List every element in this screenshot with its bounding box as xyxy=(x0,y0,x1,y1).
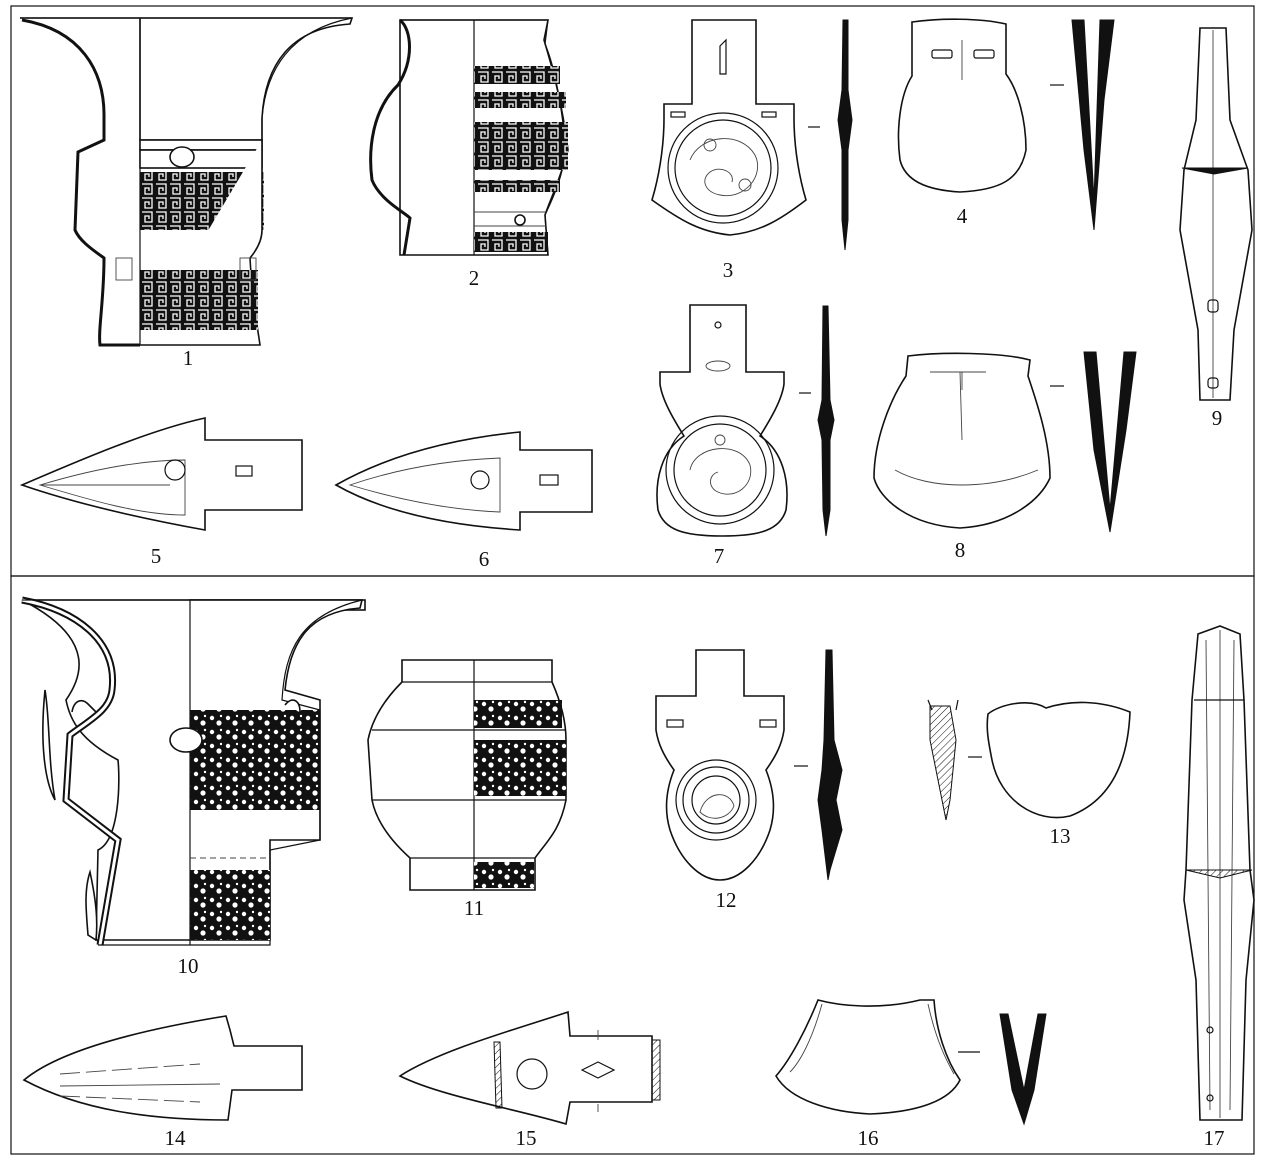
figure-label-2: 2 xyxy=(468,266,480,290)
figure-11-jar xyxy=(367,659,567,891)
figure-17-long-blade xyxy=(1183,625,1255,1121)
figure-label-12: 12 xyxy=(715,888,737,912)
figure-16-axe-fragment xyxy=(775,999,1047,1126)
figure-label-10: 10 xyxy=(177,954,199,978)
figure-label-3: 3 xyxy=(722,258,734,282)
figure-8-axe xyxy=(873,351,1137,533)
figure-label-17: 17 xyxy=(1203,1126,1225,1150)
figure-3-axe xyxy=(651,19,853,251)
figure-label-9: 9 xyxy=(1211,406,1223,430)
figure-14-spearhead xyxy=(22,1015,303,1121)
figure-label-7: 7 xyxy=(713,544,725,568)
figure-15-spearhead xyxy=(398,1010,661,1126)
lower-panel-frame xyxy=(10,575,1255,1155)
figure-label-15: 15 xyxy=(515,1126,537,1150)
figure-7-axe xyxy=(656,304,835,537)
figure-label-4: 4 xyxy=(956,204,968,228)
figure-label-8: 8 xyxy=(954,538,966,562)
figure-5-spearhead xyxy=(19,417,303,531)
figure-label-11: 11 xyxy=(463,896,485,920)
figure-2-jar xyxy=(369,18,569,256)
figure-6-spearhead xyxy=(334,431,593,531)
figure-label-16: 16 xyxy=(857,1126,879,1150)
figure-1-zun-vessel xyxy=(20,17,354,347)
figure-label-13: 13 xyxy=(1049,824,1071,848)
figure-10-zun-vessel xyxy=(21,596,366,946)
figure-9-long-blade xyxy=(1179,27,1253,401)
figure-12-axe xyxy=(655,649,843,881)
figure-4-axe xyxy=(897,18,1115,231)
figure-label-1: 1 xyxy=(182,346,194,370)
figure-13-axe-fragment xyxy=(927,699,1131,821)
figure-label-14: 14 xyxy=(164,1126,186,1150)
figure-label-5: 5 xyxy=(150,544,162,568)
figure-label-6: 6 xyxy=(478,547,490,571)
